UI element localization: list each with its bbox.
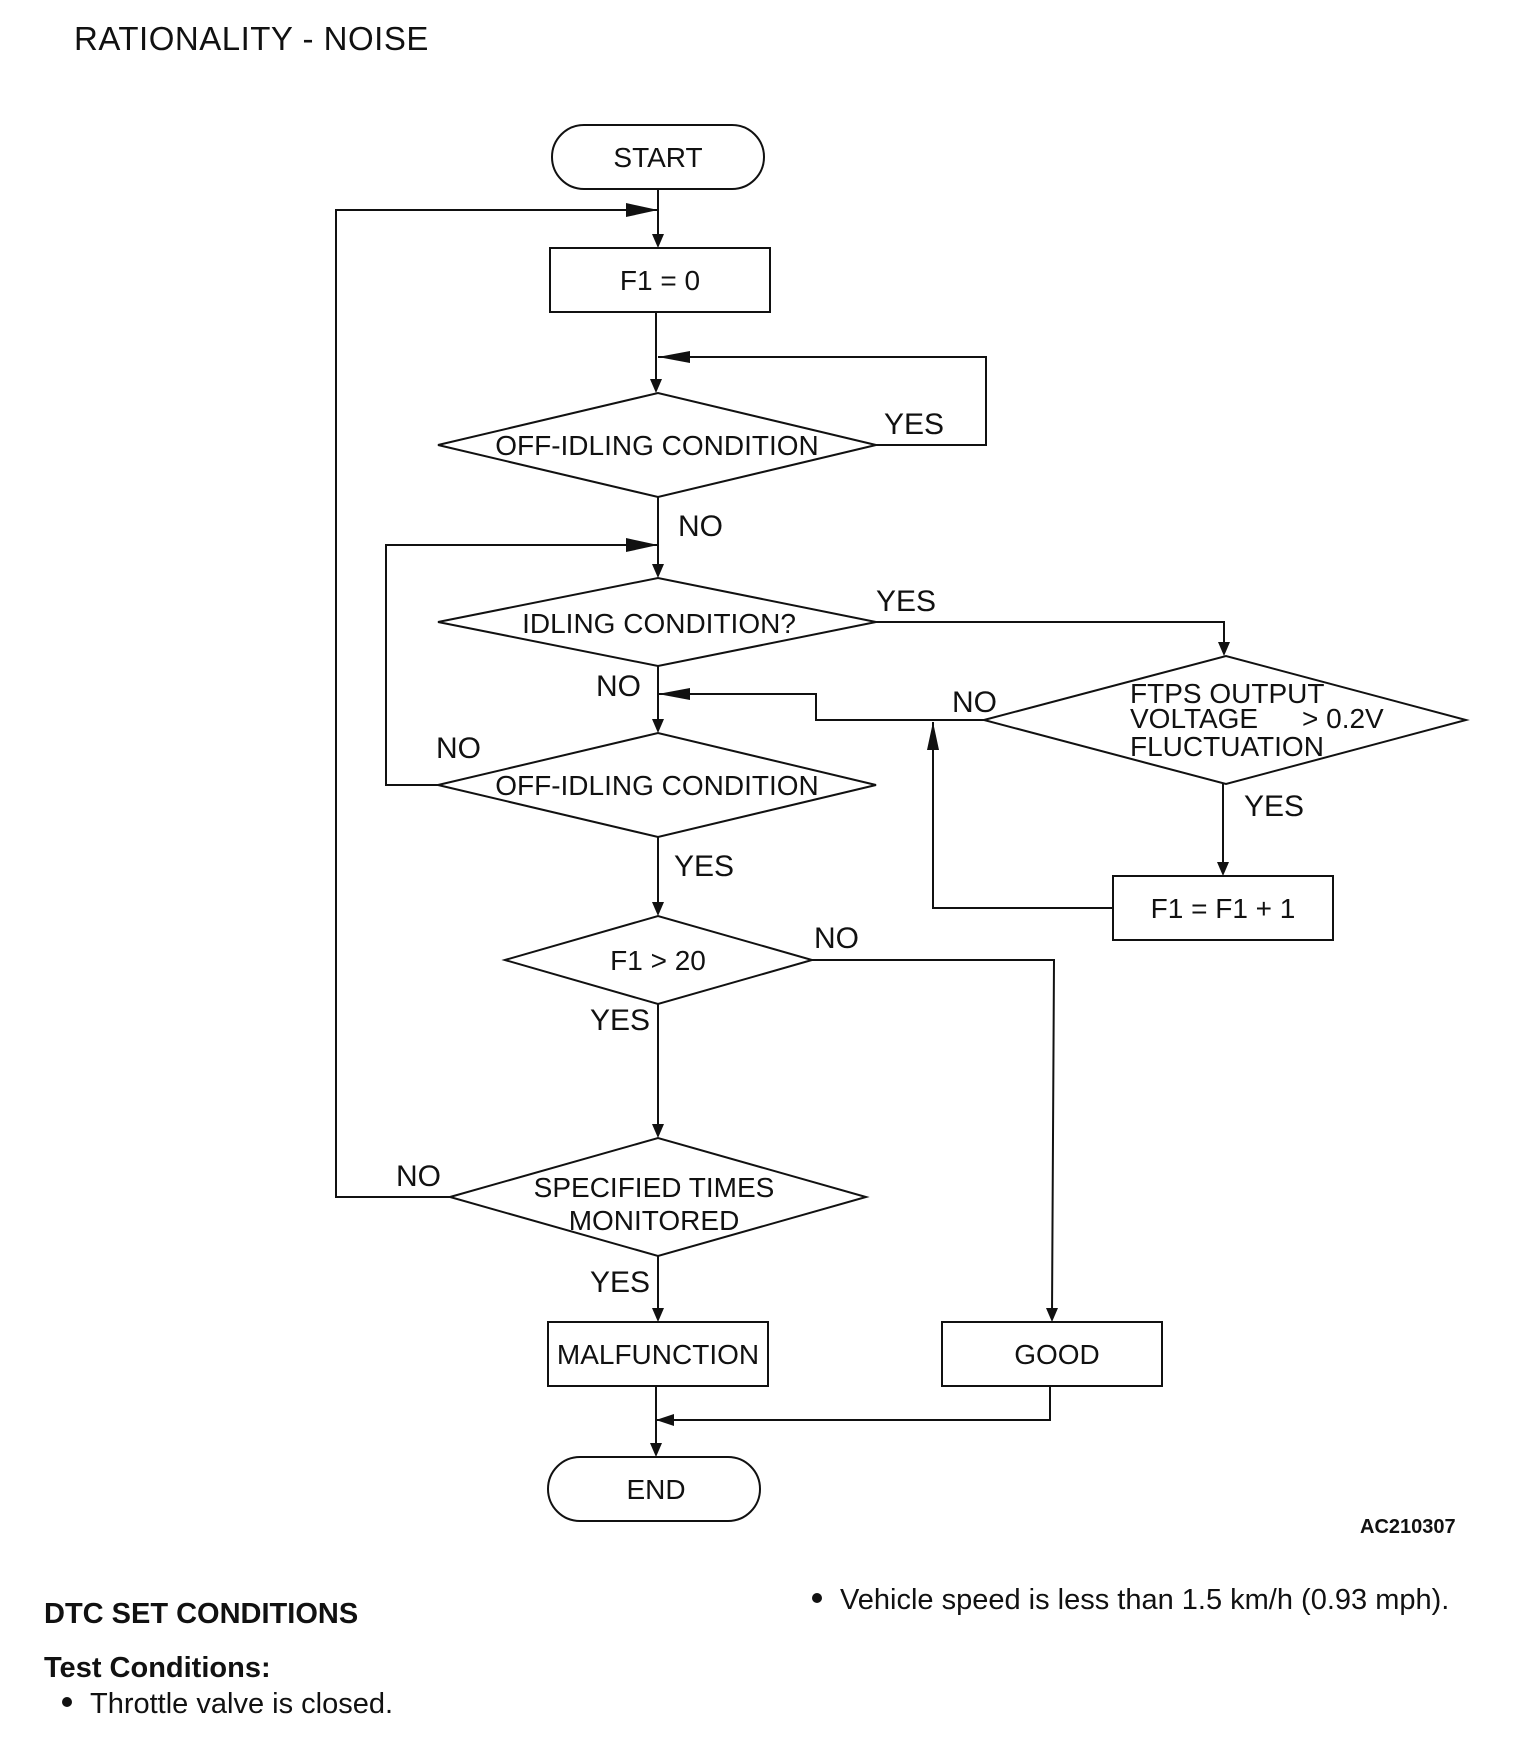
f1-zero-box xyxy=(549,247,771,313)
dtc-heading: DTC SET CONDITIONS xyxy=(44,1598,359,1630)
good-box xyxy=(941,1321,1163,1387)
arrowhead xyxy=(1046,1308,1058,1322)
arrowhead xyxy=(927,722,939,750)
end-terminal xyxy=(547,1456,761,1522)
edge-label-off2-yes: YES xyxy=(674,850,734,883)
start-label: START xyxy=(613,142,702,173)
bullet-throttle: Throttle valve is closed. xyxy=(62,1688,393,1721)
edge-label-spec-yes: YES xyxy=(590,1266,650,1299)
flowchart: START F1 = 0 OFF-IDLING CONDITION IDLING… xyxy=(335,124,1470,1522)
f1-gt20-label: F1 > 20 xyxy=(610,945,706,976)
bullet-throttle-text: Throttle valve is closed. xyxy=(90,1688,394,1720)
arrowhead xyxy=(1218,642,1230,656)
edge-label-idling-yes: YES xyxy=(876,585,936,618)
f1-zero-label: F1 = 0 xyxy=(620,265,700,296)
arrowhead xyxy=(626,203,658,217)
idling-label: IDLING CONDITION? xyxy=(522,608,796,639)
connector-off2-no-loop xyxy=(385,544,658,786)
connector-idling-yes-to-ftps xyxy=(876,621,1225,648)
figure-id: AC210307 xyxy=(1360,1516,1456,1538)
end-label: END xyxy=(626,1474,685,1505)
arrowhead xyxy=(652,902,664,916)
bullet-dot xyxy=(812,1593,822,1604)
specified-label-line2: MONITORED xyxy=(569,1205,740,1236)
connector-specified-no-loop xyxy=(335,209,658,1198)
connector-gt20-no-to-good xyxy=(812,959,1056,1315)
malfunction-label: MALFUNCTION xyxy=(557,1339,759,1370)
arrowhead xyxy=(652,234,664,248)
ftps-label-line3: FLUCTUATION xyxy=(1130,731,1324,762)
bullet-dot xyxy=(62,1697,72,1708)
off-idling-decision-2 xyxy=(437,731,877,839)
arrowhead xyxy=(650,379,662,393)
connector-good-to-end xyxy=(656,1386,1051,1421)
test-conditions-heading: Test Conditions: xyxy=(44,1652,271,1684)
connector-off1-yes-loop xyxy=(658,356,987,446)
arrowhead xyxy=(1217,862,1229,876)
malfunction-box xyxy=(547,1321,769,1387)
arrowhead xyxy=(656,1414,674,1426)
bullet-speed: Vehicle speed is less than 1.5 km/h (0.9… xyxy=(812,1584,1449,1617)
good-label: GOOD xyxy=(1014,1339,1100,1370)
off-idling-label-2: OFF-IDLING CONDITION xyxy=(495,770,819,801)
edge-label-ftps-yes: YES xyxy=(1244,790,1304,823)
ftps-label-line2: VOLTAGE xyxy=(1130,703,1258,734)
arrowhead xyxy=(652,1308,664,1322)
arrowhead xyxy=(652,1124,664,1138)
specified-label-line1: SPECIFIED TIMES xyxy=(534,1172,775,1203)
connector-ftps-no-return xyxy=(658,693,984,721)
arrowhead xyxy=(650,1443,662,1457)
edge-label-ftps-no: NO xyxy=(952,686,997,719)
ftps-label-threshold: > 0.2V xyxy=(1302,703,1384,734)
page-title: RATIONALITY - NOISE xyxy=(74,20,429,57)
arrowhead xyxy=(652,564,664,578)
off-idling-label-1: OFF-IDLING CONDITION xyxy=(495,430,819,461)
bullet-speed-text: Vehicle speed is less than 1.5 km/h (0.9… xyxy=(840,1584,1450,1616)
edge-label-off2-no: NO xyxy=(436,732,481,765)
arrowhead xyxy=(658,351,690,363)
f1-increment-label: F1 = F1 + 1 xyxy=(1151,893,1296,924)
edge-label-off1-yes: YES xyxy=(884,408,944,441)
edge-label-spec-no: NO xyxy=(396,1160,441,1193)
arrowhead xyxy=(626,538,658,552)
arrowhead xyxy=(658,688,690,700)
connector-inc-return xyxy=(932,722,1113,909)
arrowhead xyxy=(652,719,664,733)
ftps-decision xyxy=(980,654,1470,786)
edge-label-gt20-yes: YES xyxy=(590,1004,650,1037)
ftps-label-line1: FTPS OUTPUT xyxy=(1130,678,1324,709)
edge-label-off1-no: NO xyxy=(678,510,723,543)
edge-label-idling-no: NO xyxy=(596,670,641,703)
specified-times-decision xyxy=(446,1136,870,1258)
edge-label-gt20-no: NO xyxy=(814,922,859,955)
